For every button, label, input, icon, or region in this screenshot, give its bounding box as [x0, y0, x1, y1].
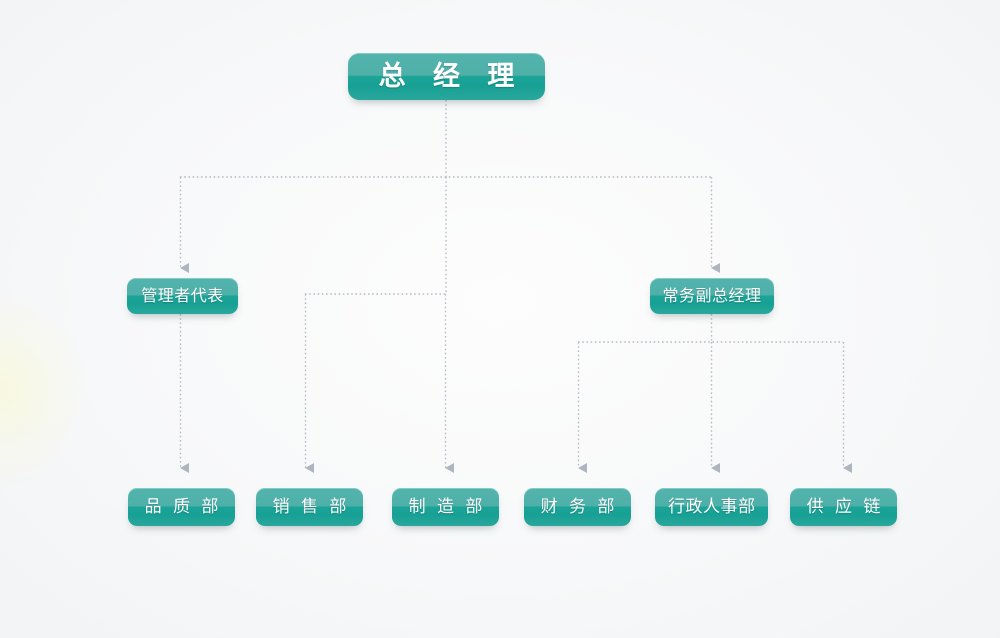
- node-hr-admin-department[interactable]: 行政人事部: [655, 488, 768, 526]
- node-hr-admin-department-label: 行政人事部: [668, 496, 756, 517]
- node-management-representative-label: 管理者代表: [141, 286, 224, 305]
- node-management-representative[interactable]: 管理者代表: [127, 278, 238, 314]
- node-executive-vice-general-manager[interactable]: 常务副总经理: [650, 278, 774, 314]
- node-finance-department-label: 财 务 部: [540, 496, 618, 517]
- node-executive-vice-general-manager-label: 常务副总经理: [662, 286, 762, 305]
- node-sales-department[interactable]: 销 售 部: [256, 488, 363, 526]
- node-finance-department[interactable]: 财 务 部: [524, 488, 631, 526]
- node-manufacturing-department[interactable]: 制 造 部: [392, 488, 499, 526]
- node-quality-department[interactable]: 品 质 部: [128, 488, 235, 526]
- node-general-manager[interactable]: 总 经 理: [348, 53, 545, 100]
- node-supply-chain[interactable]: 供 应 链: [790, 488, 897, 526]
- node-quality-department-label: 品 质 部: [144, 496, 222, 517]
- node-sales-department-label: 销 售 部: [272, 496, 350, 517]
- node-manufacturing-department-label: 制 造 部: [408, 496, 486, 517]
- node-supply-chain-label: 供 应 链: [806, 496, 884, 517]
- node-general-manager-label: 总 经 理: [378, 61, 524, 92]
